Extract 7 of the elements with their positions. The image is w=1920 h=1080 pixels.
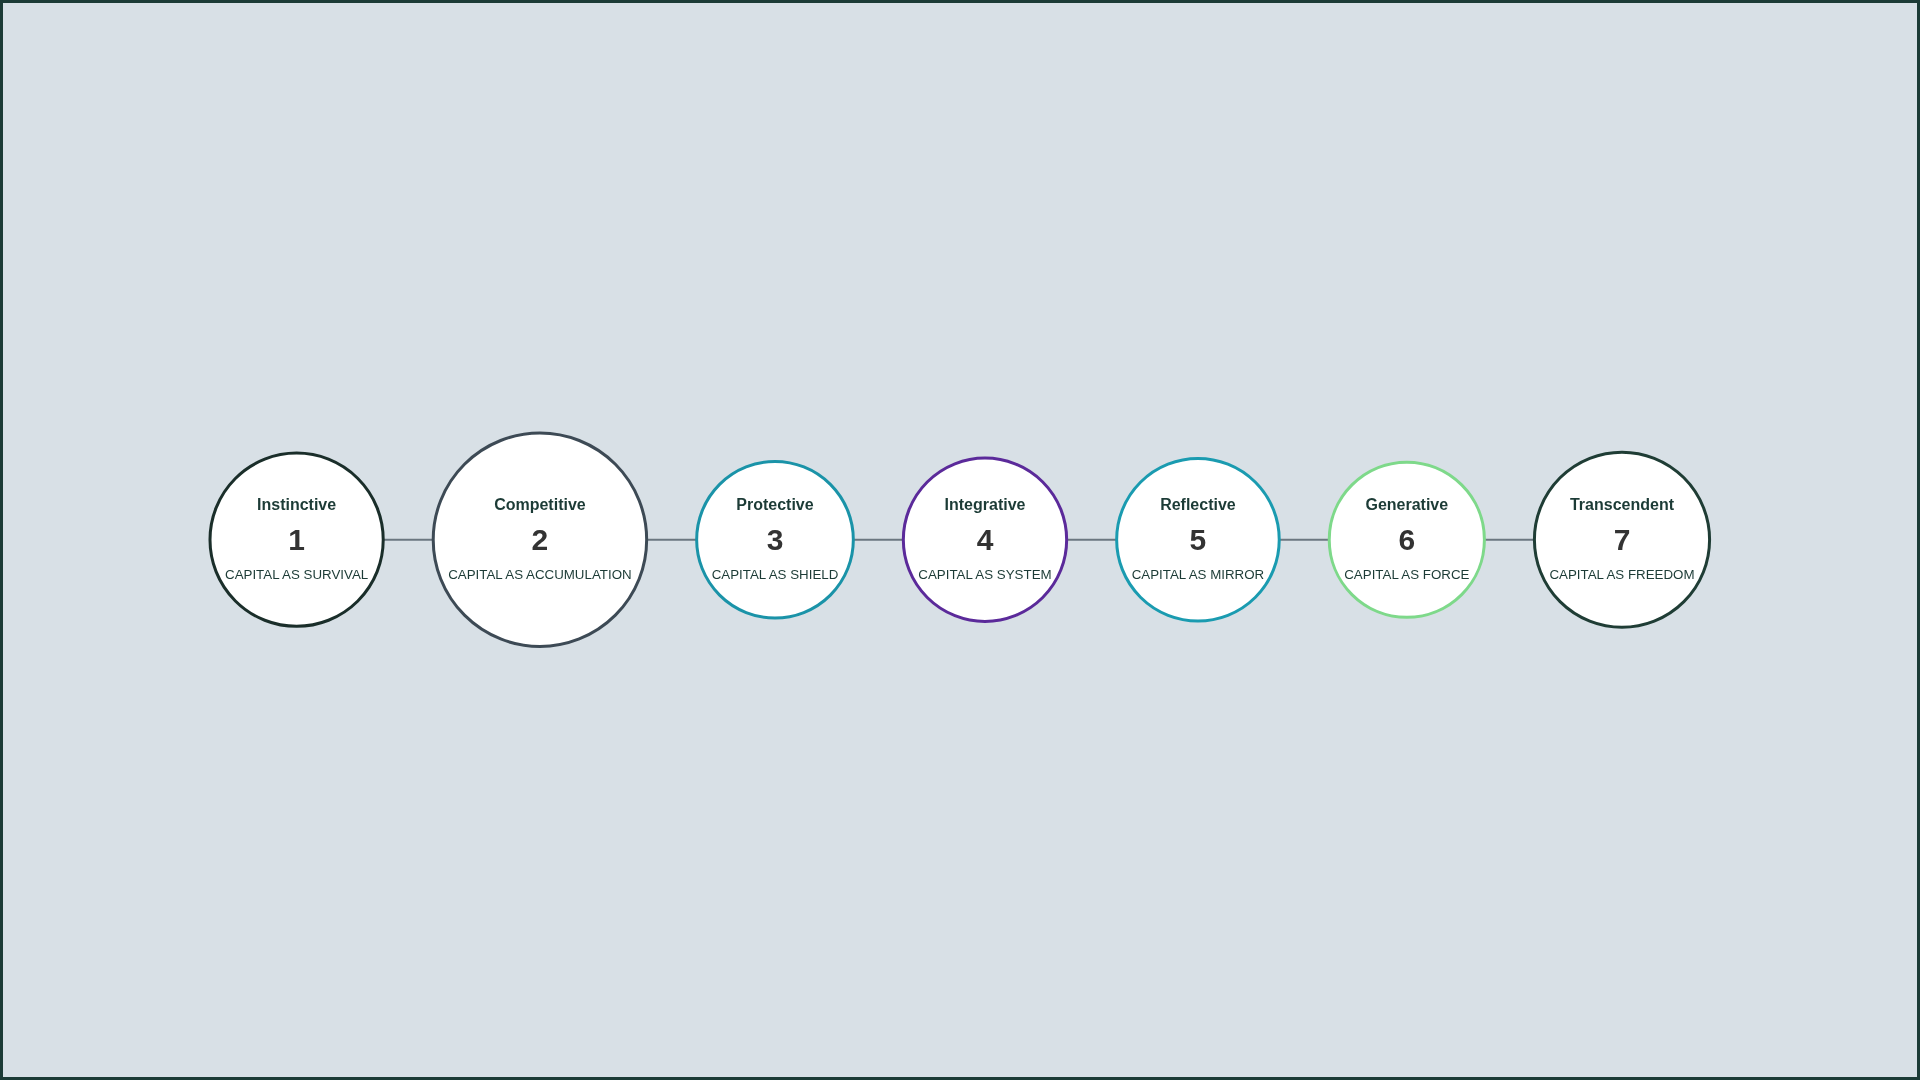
node-circle: Reflective 5 CAPITAL AS MIRROR [1115, 457, 1281, 623]
node-circle: Generative 6 CAPITAL AS FORCE [1327, 460, 1487, 620]
node-circle: Instinctive 1 CAPITAL AS SURVIVAL [208, 451, 385, 629]
node-circle: Integrative 4 CAPITAL AS SYSTEM [902, 456, 1069, 624]
node-circle: Protective 3 CAPITAL AS SHIELD [695, 460, 856, 620]
node-circle: Competitive 2 CAPITAL AS ACCUMULATION [431, 431, 649, 649]
node-circle: Transcendent 7 CAPITAL AS FREEDOM [1533, 450, 1712, 630]
